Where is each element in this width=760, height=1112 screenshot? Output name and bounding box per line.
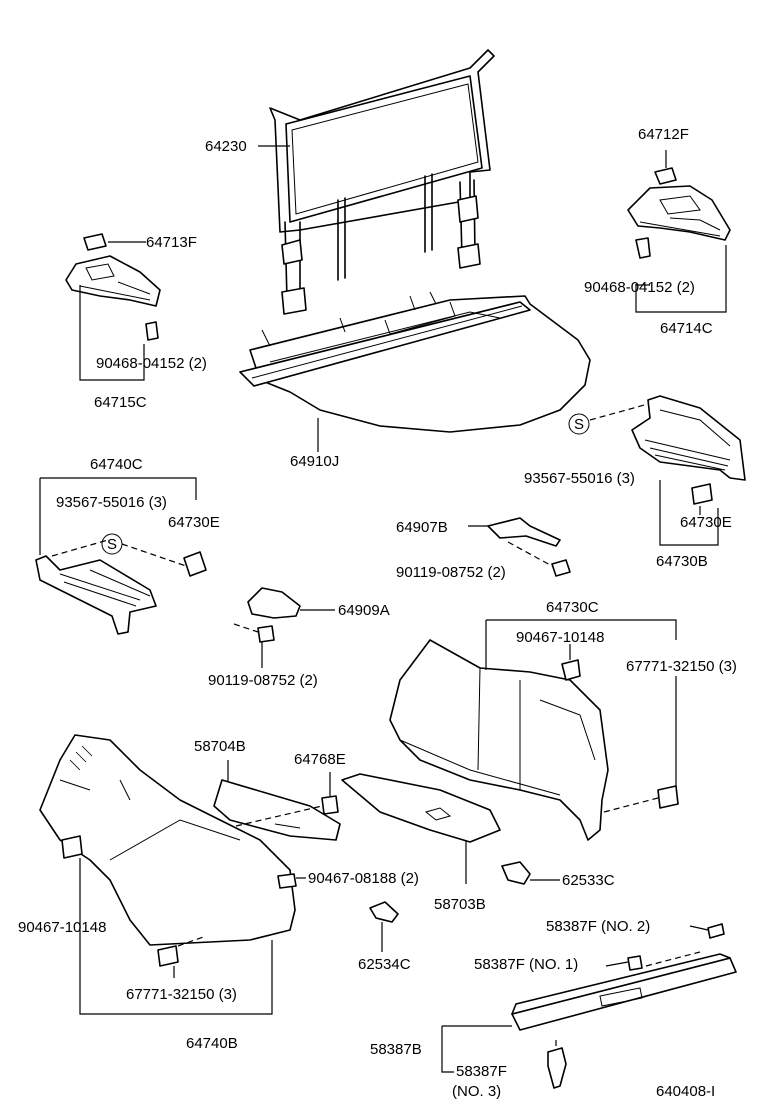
label-67771-right: 67771-32150 (3) xyxy=(626,658,737,675)
diagram-id: 640408-I xyxy=(656,1083,715,1100)
part-64730B-trim-right xyxy=(631,395,746,505)
label-93567-left: 93567-55016 (3) xyxy=(56,494,167,511)
leader-lines xyxy=(39,145,727,1073)
s-marker-right: S xyxy=(568,413,590,435)
label-58704B: 58704B xyxy=(194,738,246,755)
part-64910J-tonneau-cover xyxy=(239,291,591,433)
label-58387F-no3: 58387F xyxy=(456,1063,507,1080)
part-64714C-bracket-right xyxy=(627,167,731,259)
label-93567-right: 93567-55016 (3) xyxy=(524,470,635,487)
label-90467-08188: 90467-08188 (2) xyxy=(308,870,419,887)
label-64713F: 64713F xyxy=(146,234,197,251)
label-64730C: 64730C xyxy=(546,599,599,616)
label-64768E: 64768E xyxy=(294,751,346,768)
label-64907B: 64907B xyxy=(396,519,448,536)
label-62533C: 62533C xyxy=(562,872,615,889)
label-62534C: 62534C xyxy=(358,956,411,973)
label-58387F-no1: 58387F (NO. 1) xyxy=(474,956,578,973)
part-64907B-bracket xyxy=(487,517,571,577)
label-90467-10148-right: 90467-10148 xyxy=(516,629,604,646)
label-64730B: 64730B xyxy=(656,553,708,570)
part-58703B-board xyxy=(341,773,501,843)
label-64740C: 64740C xyxy=(90,456,143,473)
s-marker-left: S xyxy=(101,533,123,555)
part-58387B-scuff-plate xyxy=(511,923,737,1089)
part-64909A-bracket xyxy=(247,587,301,643)
label-64230: 64230 xyxy=(205,138,247,155)
label-64714C: 64714C xyxy=(660,320,713,337)
label-90119-top: 90119-08752 (2) xyxy=(396,564,506,581)
label-67771-left: 67771-32150 (3) xyxy=(126,986,237,1003)
s-marker-left-text: S xyxy=(107,536,117,553)
label-64712F: 64712F xyxy=(638,126,689,143)
label-64909A: 64909A xyxy=(338,602,390,619)
label-64730E-left: 64730E xyxy=(168,514,220,531)
part-labels: 64230 64712F 64713F 90468-04152 (2) 6471… xyxy=(18,126,737,1100)
label-58387F-no3-qualifier: (NO. 3) xyxy=(452,1083,501,1100)
label-64730E-right: 64730E xyxy=(680,514,732,531)
label-90467-10148-left: 90467-10148 xyxy=(18,919,106,936)
dashed-lines xyxy=(51,403,701,1050)
part-90467-08188-screw xyxy=(277,873,297,889)
part-64715C-bracket-left xyxy=(65,233,161,341)
label-90468-right: 90468-04152 (2) xyxy=(584,279,695,296)
label-58387B: 58387B xyxy=(370,1041,422,1058)
part-64230-net-frame xyxy=(269,49,495,315)
part-64740B-quarter-trim xyxy=(39,734,296,967)
part-62533C-clip xyxy=(501,861,531,885)
label-64910J: 64910J xyxy=(290,453,339,470)
s-marker-right-text: S xyxy=(574,416,584,433)
part-64740C-trim-left xyxy=(35,551,207,635)
part-62534C-clip xyxy=(369,901,399,923)
label-64715C: 64715C xyxy=(94,394,147,411)
label-58387F-no2: 58387F (NO. 2) xyxy=(546,918,650,935)
label-64740B: 64740B xyxy=(186,1035,238,1052)
label-90468-left: 90468-04152 (2) xyxy=(96,355,207,372)
label-90119-bottom: 90119-08752 (2) xyxy=(208,672,318,689)
part-64730C-quarter-trim xyxy=(389,639,679,841)
label-58703B: 58703B xyxy=(434,896,486,913)
part-58704B-board xyxy=(213,779,341,841)
